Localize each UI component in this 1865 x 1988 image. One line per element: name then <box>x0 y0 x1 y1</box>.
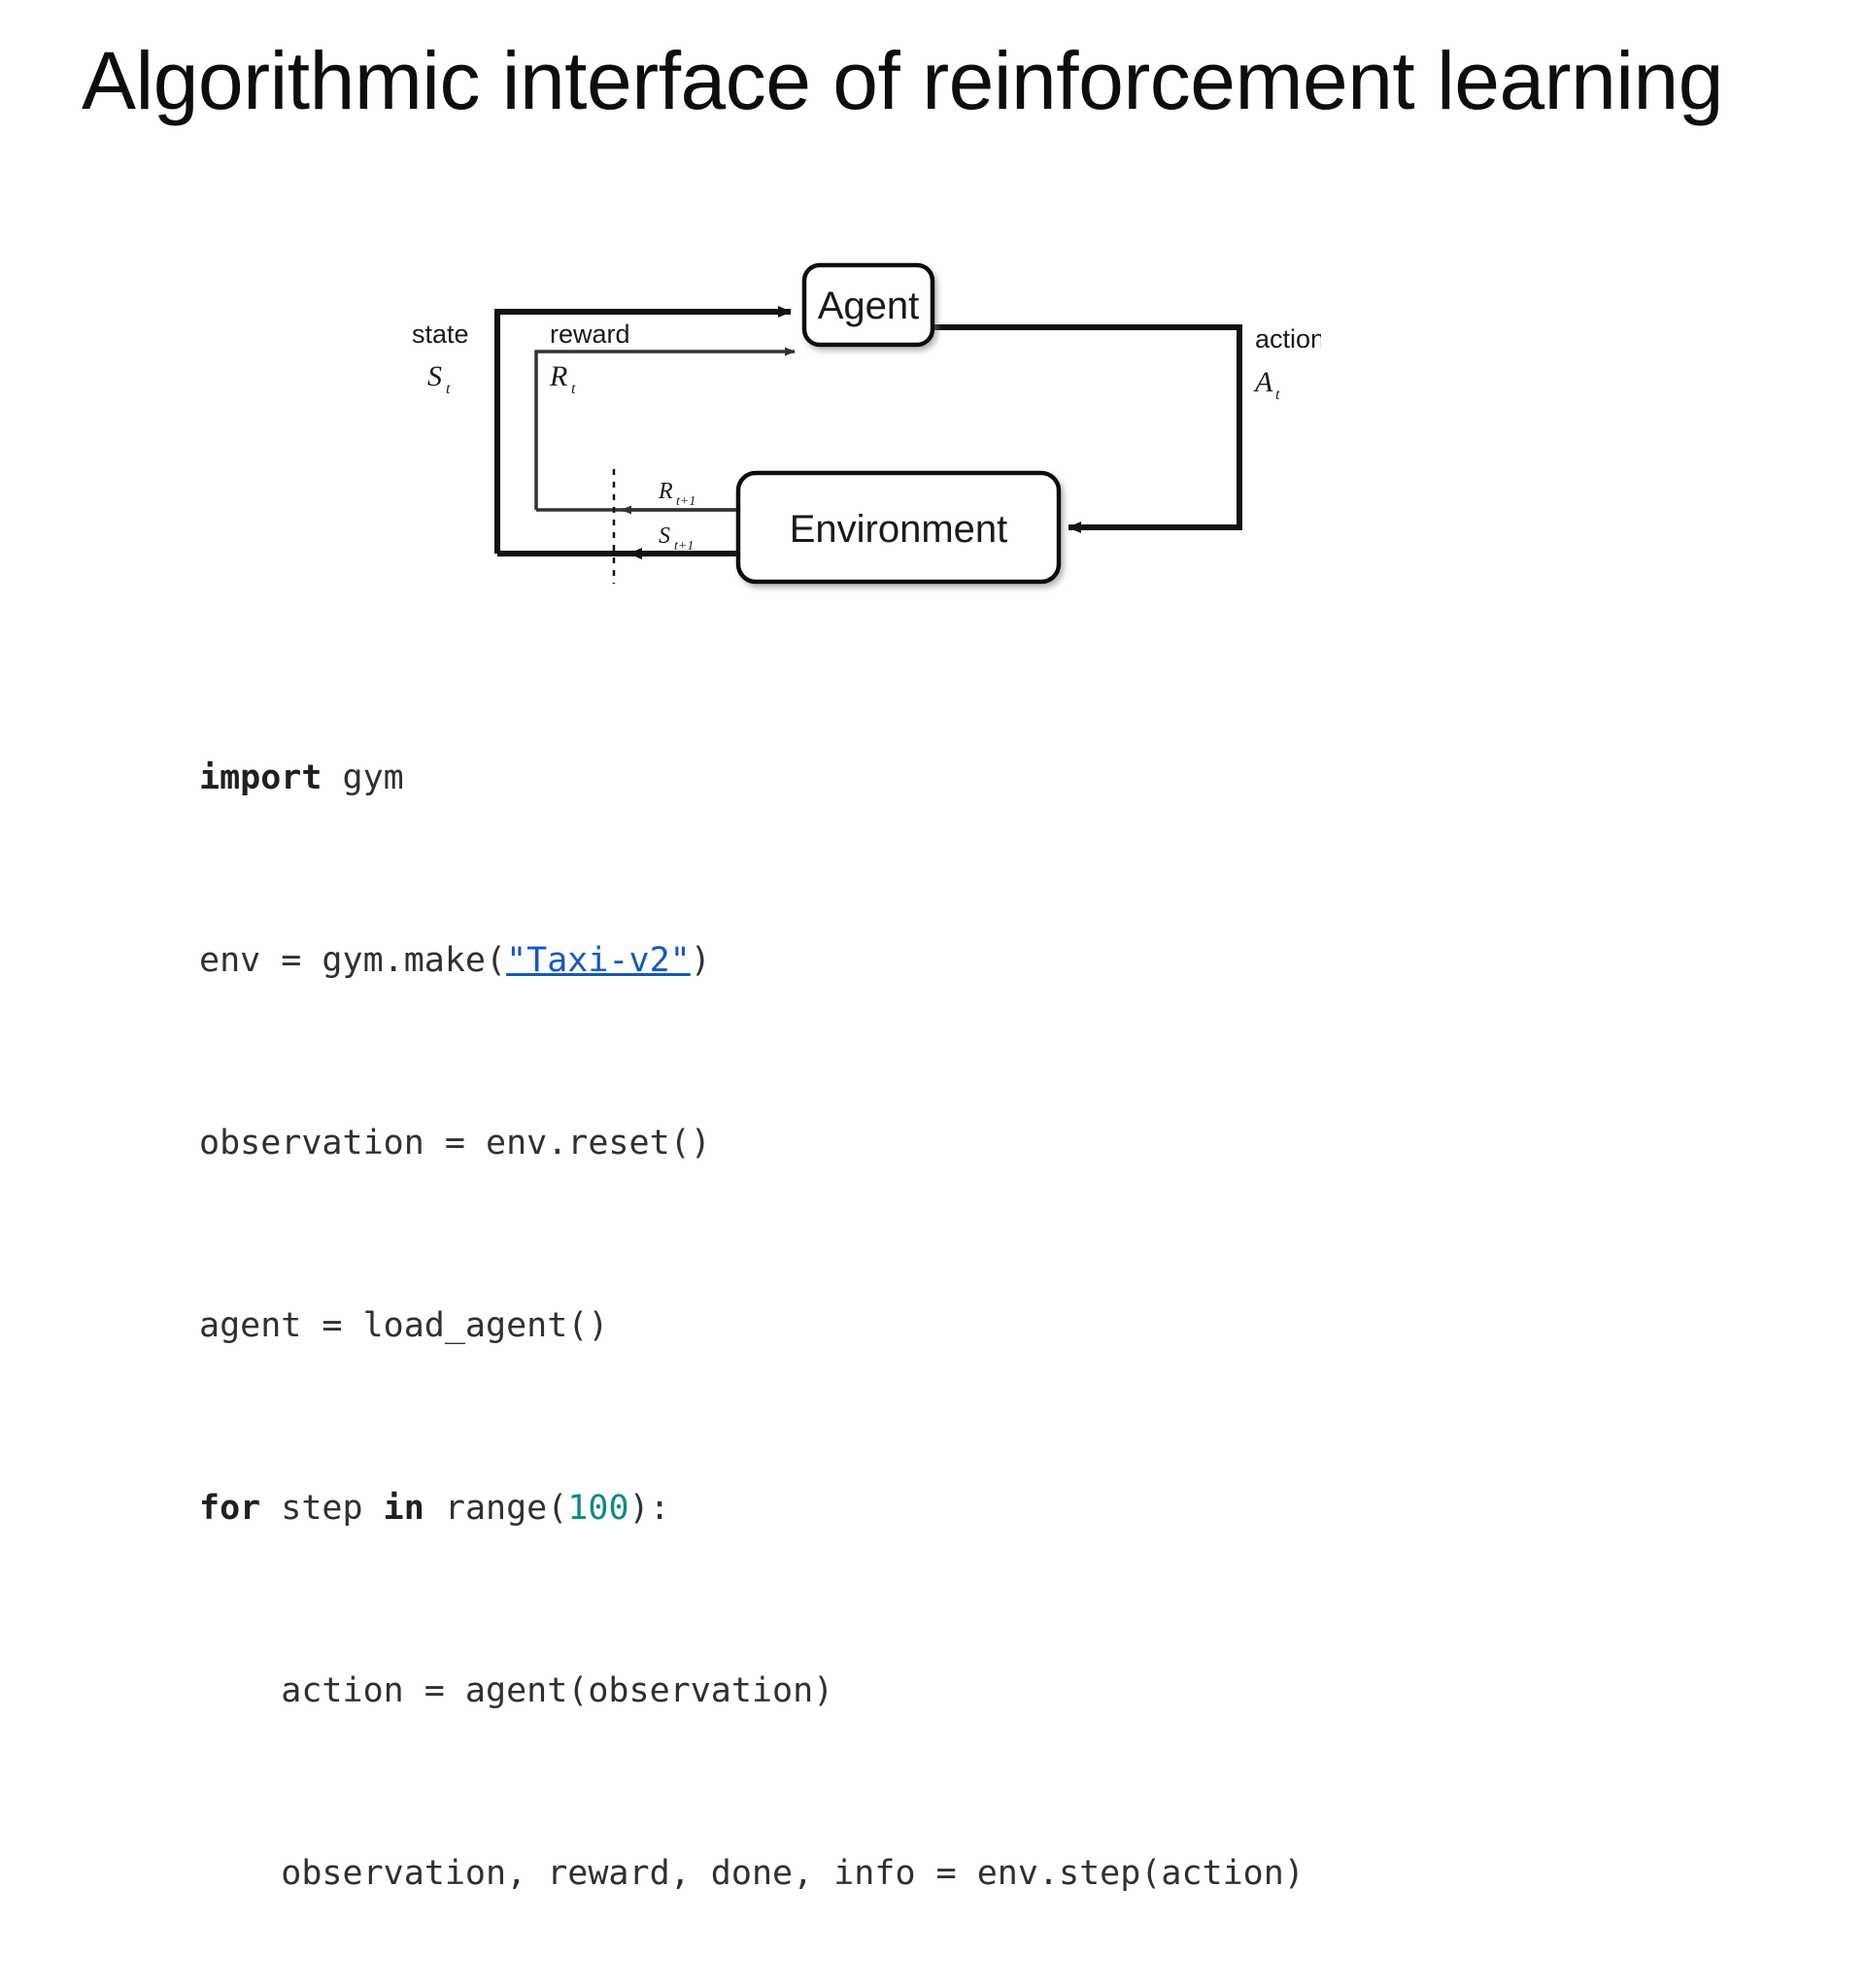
rl-loop-diagram: Agent Environment state S t reward R t <box>389 219 1321 607</box>
code-block: import gym env = gym.make("Taxi-v2") obs… <box>199 664 1305 1988</box>
label-next-state-subscript: t+1 <box>674 539 694 554</box>
code-line-0: import gym <box>199 756 1305 801</box>
code-keyword-in: in <box>383 1489 424 1528</box>
node-environment-label: Environment <box>790 508 1008 551</box>
label-next-reward-subscript: t+1 <box>676 494 695 509</box>
slide-canvas: Algorithmic interface of reinforcement l… <box>82 35 1724 1893</box>
code-text: range( <box>424 1489 568 1528</box>
label-reward-symbol: R <box>549 360 567 392</box>
code-line-2: observation = env.reset() <box>199 1124 711 1162</box>
page-title: Algorithmic interface of reinforcement l… <box>82 35 1723 126</box>
node-agent-label: Agent <box>818 285 920 327</box>
label-state: state S t <box>412 320 469 397</box>
label-action-symbol: A <box>1253 366 1273 398</box>
code-line-3: agent = load_agent() <box>199 1306 609 1345</box>
label-next-reward: R t+1 <box>658 479 695 509</box>
label-state-subscript: t <box>446 381 451 397</box>
code-text: ) <box>690 941 711 980</box>
edge-state-to-agent <box>494 306 792 554</box>
code-text: env = gym.make( <box>199 941 507 980</box>
label-state-word: state <box>412 320 469 349</box>
label-next-reward-symbol: R <box>658 479 673 504</box>
code-number-100: 100 <box>567 1489 629 1528</box>
code-line-6: observation, reward, done, info = env.st… <box>199 1854 1305 1893</box>
label-action: action A t <box>1253 324 1321 403</box>
node-environment: Environment <box>735 470 1062 585</box>
code-line-1: env = gym.make("Taxi-v2") <box>199 938 1305 984</box>
code-line-4: for step in range(100): <box>199 1486 1305 1532</box>
code-link-taxi-v2[interactable]: "Taxi-v2" <box>506 941 691 980</box>
code-text: ): <box>628 1489 670 1528</box>
label-reward-word: reward <box>550 320 630 349</box>
edge-action-to-environment <box>932 324 1242 533</box>
code-text: step <box>260 1489 384 1528</box>
code-keyword-import: import <box>199 758 322 797</box>
edge-reward-to-agent <box>534 347 796 510</box>
label-next-state: S t+1 <box>659 523 694 554</box>
label-reward: reward R t <box>549 320 630 397</box>
code-text: gym <box>322 758 404 797</box>
label-next-state-symbol: S <box>659 523 670 549</box>
label-action-subscript: t <box>1275 387 1280 403</box>
label-reward-subscript: t <box>571 381 576 397</box>
node-agent: Agent <box>801 262 935 348</box>
label-action-word: action <box>1255 324 1321 354</box>
label-state-symbol: S <box>427 360 442 392</box>
code-line-5: action = agent(observation) <box>199 1671 834 1710</box>
code-keyword-for: for <box>199 1489 261 1528</box>
